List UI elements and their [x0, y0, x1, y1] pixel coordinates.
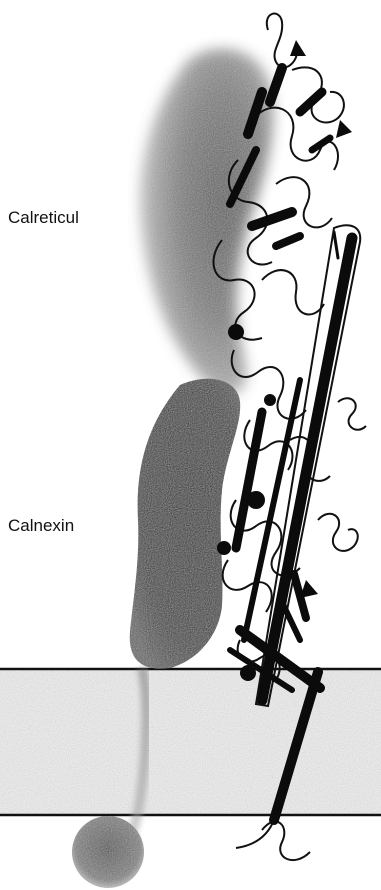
- calreticulin-label: Calreticul: [8, 208, 79, 228]
- calnexin-density: [130, 379, 240, 669]
- calnexin-label: Calnexin: [8, 516, 74, 536]
- cytoplasmic-domain: [72, 816, 144, 888]
